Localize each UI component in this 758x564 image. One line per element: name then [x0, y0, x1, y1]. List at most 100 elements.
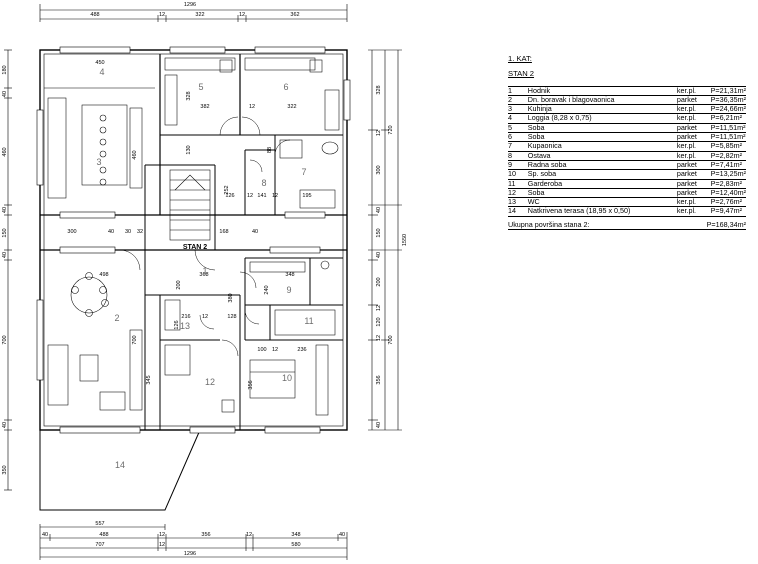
svg-text:700: 700 — [388, 335, 394, 344]
svg-text:12: 12 — [202, 314, 208, 320]
total-area-value: P=168,34m² — [706, 219, 746, 229]
svg-text:488: 488 — [99, 532, 108, 538]
svg-text:216: 216 — [181, 314, 190, 320]
svg-text:382: 382 — [200, 104, 209, 110]
svg-text:40: 40 — [376, 252, 382, 258]
room-number-3: 3 — [96, 157, 101, 167]
svg-text:180: 180 — [2, 65, 8, 74]
svg-text:126: 126 — [225, 193, 234, 199]
svg-text:328: 328 — [376, 85, 382, 94]
svg-text:12: 12 — [376, 305, 382, 311]
room-name-cell: Soba — [527, 132, 677, 143]
room-finish-cell: ker.pl. — [676, 104, 711, 115]
room-no-cell: 14 — [508, 207, 528, 217]
room-finish-cell: parket — [676, 132, 711, 143]
svg-text:100: 100 — [257, 347, 266, 353]
svg-text:150: 150 — [2, 228, 8, 237]
svg-text:580: 580 — [291, 542, 300, 548]
room-name-cell: Ostava — [527, 151, 677, 161]
room-area-cell: P=2,83m² — [710, 179, 746, 189]
room-number-8: 8 — [261, 178, 266, 188]
room-finish-cell: parket — [676, 160, 711, 171]
doors — [119, 116, 291, 357]
room-number-7: 7 — [301, 167, 306, 177]
room-finish-cell: parket — [676, 179, 711, 189]
svg-text:40: 40 — [2, 91, 8, 97]
svg-text:40: 40 — [339, 532, 345, 538]
room-name-cell: Kupaonica — [527, 142, 677, 152]
room-number-12: 12 — [205, 377, 215, 387]
stan-label: STAN 2 — [183, 244, 207, 251]
room-number-1: 1 — [202, 266, 207, 276]
svg-text:700: 700 — [2, 335, 8, 344]
svg-text:356: 356 — [248, 380, 254, 389]
svg-text:12: 12 — [376, 335, 382, 341]
room-name-cell: Hodnik — [527, 86, 677, 96]
svg-text:120: 120 — [376, 317, 382, 326]
room-number-5: 5 — [198, 82, 203, 92]
svg-text:236: 236 — [297, 347, 306, 353]
svg-text:300: 300 — [67, 229, 76, 235]
svg-text:30: 30 — [125, 229, 131, 235]
svg-text:40: 40 — [108, 229, 114, 235]
room-number-4: 4 — [99, 67, 104, 77]
svg-text:1550: 1550 — [402, 234, 408, 246]
svg-text:168: 168 — [219, 229, 228, 235]
room-area-cell: P=6,21m² — [710, 114, 746, 124]
svg-text:88: 88 — [267, 147, 273, 153]
svg-text:40: 40 — [252, 229, 258, 235]
room-area-cell: P=36,35m² — [710, 94, 746, 106]
svg-text:40: 40 — [42, 532, 48, 538]
furniture — [44, 57, 340, 416]
svg-text:32: 32 — [137, 229, 143, 235]
svg-text:12: 12 — [272, 193, 278, 199]
room-area-cell: P=5,85m² — [710, 142, 746, 152]
svg-text:40: 40 — [376, 422, 382, 428]
room-area-cell: P=21,31m² — [710, 85, 746, 96]
svg-text:557: 557 — [95, 521, 104, 527]
svg-text:12: 12 — [159, 12, 165, 18]
room-name-cell: Natkrivena terasa (18,95 x 0,50) — [527, 207, 677, 217]
room-no-cell: 3 — [508, 104, 528, 115]
svg-text:300: 300 — [376, 165, 382, 174]
room-area-cell: P=12,40m² — [710, 187, 746, 199]
room-number-11: 11 — [304, 316, 313, 326]
total-area-label: Ukupna površina stana 2: — [508, 219, 590, 229]
room-name-cell: Loggia (8,28 x 0,75) — [527, 114, 677, 124]
room-area-cell: P=11,51m² — [710, 122, 746, 134]
svg-text:380: 380 — [228, 293, 234, 302]
room-finish-cell: parket — [676, 188, 711, 199]
svg-text:12: 12 — [247, 193, 253, 199]
svg-text:12: 12 — [239, 12, 245, 18]
room-no-cell: 5 — [508, 123, 528, 134]
svg-text:460: 460 — [132, 150, 138, 159]
svg-text:322: 322 — [195, 12, 204, 18]
room-name-cell: Kuhinja — [527, 104, 677, 115]
svg-text:12: 12 — [272, 347, 278, 353]
room-numbers: 1 2 3 4 5 6 7 8 9 10 11 12 13 14 STAN 2 — [96, 67, 313, 470]
svg-text:200: 200 — [376, 277, 382, 286]
room-area-cell: P=13,25m² — [710, 169, 746, 180]
room-number-6: 6 — [283, 82, 288, 92]
room-name-cell: Radna soba — [527, 160, 677, 171]
svg-text:195: 195 — [302, 193, 311, 199]
svg-text:345: 345 — [146, 375, 152, 384]
room-name-cell: Dn. boravak i blagovaonica — [527, 95, 677, 106]
room-finish-cell: parket — [676, 169, 711, 180]
svg-text:707: 707 — [95, 542, 104, 548]
room-no-cell: 7 — [508, 142, 528, 152]
svg-text:200: 200 — [176, 280, 182, 289]
svg-text:40: 40 — [2, 422, 8, 428]
svg-text:356: 356 — [201, 532, 210, 538]
svg-text:128: 128 — [227, 314, 236, 320]
